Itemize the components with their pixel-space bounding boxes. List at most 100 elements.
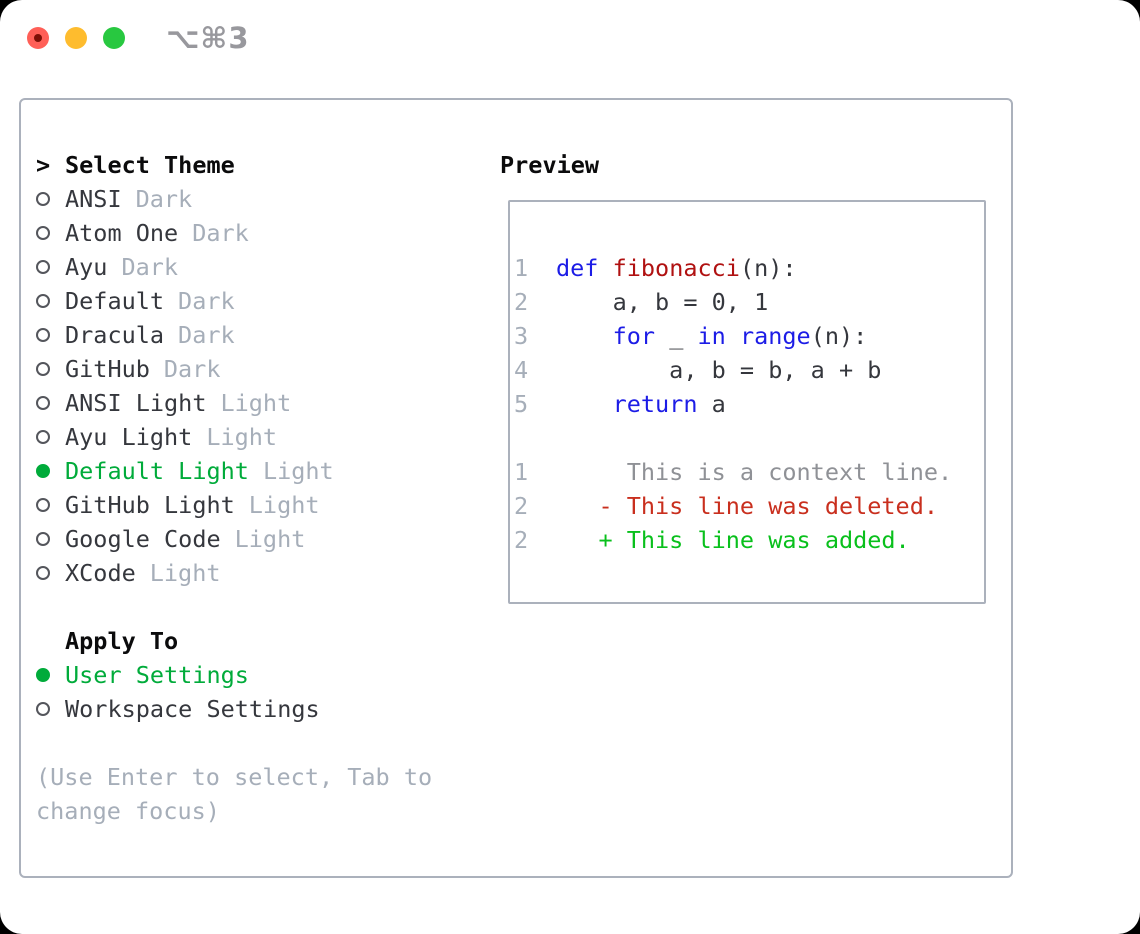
code-segment — [556, 322, 613, 350]
theme-variant: Dark — [135, 185, 193, 213]
theme-name: Google Code — [65, 525, 221, 553]
diff-text: + This line was added. — [556, 526, 910, 554]
apply-to-header: Apply To — [36, 624, 456, 658]
apply-option[interactable]: User Settings — [36, 658, 456, 692]
code-line: 4 a, b = b, a + b — [514, 353, 984, 387]
theme-variant: Light — [149, 559, 221, 587]
radio-circle — [36, 294, 50, 308]
diff-preview: 1 This is a context line.2 - This line w… — [514, 455, 984, 557]
radio-icon — [36, 396, 65, 410]
theme-name: GitHub Light — [65, 491, 235, 519]
apply-option-label: Workspace Settings — [65, 695, 320, 723]
line-number: 1 — [514, 458, 529, 486]
code-segment: a, b = 0, 1 — [556, 288, 769, 316]
radio-circle — [36, 702, 50, 716]
theme-option[interactable]: GitHub Dark — [36, 352, 456, 386]
apply-option-label: User Settings — [65, 661, 249, 689]
line-number: 4 — [514, 356, 529, 384]
line-number: 5 — [514, 390, 529, 418]
theme-variant: Dark — [163, 355, 221, 383]
code-segment: def — [556, 254, 599, 282]
code-segment: range — [739, 322, 811, 350]
diff-line: 2 - This line was deleted. — [514, 489, 984, 523]
code-segment — [726, 322, 740, 350]
code-line: 3 for _ in range(n): — [514, 319, 984, 353]
theme-variant: Light — [220, 389, 292, 417]
zoom-button[interactable] — [103, 27, 125, 49]
select-theme-header: > Select Theme — [36, 148, 456, 182]
theme-option[interactable]: Default Light Light — [36, 454, 456, 488]
radio-icon — [36, 192, 65, 206]
radio-circle — [36, 498, 50, 512]
theme-option[interactable]: GitHub Light Light — [36, 488, 456, 522]
line-number: 3 — [514, 322, 529, 350]
theme-option[interactable]: ANSI Dark — [36, 182, 456, 216]
diff-line: 2 + This line was added. — [514, 523, 984, 557]
radio-icon — [36, 532, 65, 546]
code-segment — [598, 254, 612, 282]
theme-name: Default Light — [65, 457, 249, 485]
help-text: (Use Enter to select, Tab to change focu… — [36, 763, 433, 825]
radio-circle — [36, 192, 50, 206]
diff-text: - This line was deleted. — [556, 492, 939, 520]
radio-icon — [36, 464, 65, 478]
radio-circle — [36, 464, 50, 478]
radio-circle — [36, 260, 50, 274]
theme-name: ANSI Light — [65, 389, 207, 417]
theme-option[interactable]: XCode Light — [36, 556, 456, 590]
code-segment: a, b = b, a + b — [556, 356, 882, 384]
radio-circle — [36, 430, 50, 444]
radio-icon — [36, 294, 65, 308]
theme-name: ANSI — [65, 185, 122, 213]
code-segment: (n): — [810, 322, 868, 350]
radio-circle — [36, 396, 50, 410]
selection-cursor-icon: > — [36, 151, 51, 179]
radio-icon — [36, 566, 65, 580]
line-number: 2 — [514, 492, 529, 520]
radio-circle — [36, 532, 50, 546]
diff-line: 1 This is a context line. — [514, 455, 984, 489]
preview-title: Preview — [500, 151, 600, 179]
theme-variant: Dark — [178, 287, 235, 315]
theme-option[interactable]: ANSI Light Light — [36, 386, 456, 420]
radio-icon — [36, 702, 65, 716]
theme-variant: Dark — [178, 321, 235, 349]
code-line: 5 return a — [514, 387, 984, 421]
apply-option[interactable]: Workspace Settings — [36, 692, 456, 726]
code-segment: a — [697, 390, 726, 418]
theme-variant: Dark — [121, 253, 179, 281]
theme-variant: Light — [248, 491, 320, 519]
radio-icon — [36, 668, 65, 682]
close-button[interactable] — [27, 27, 49, 49]
theme-variant: Light — [262, 457, 334, 485]
theme-option[interactable]: Default Dark — [36, 284, 456, 318]
theme-variant: Dark — [192, 219, 249, 247]
code-text: for _ in range(n): — [556, 322, 868, 350]
minimize-button[interactable] — [65, 27, 87, 49]
theme-name: Default — [65, 287, 165, 315]
line-number: 2 — [514, 288, 529, 316]
theme-name: GitHub — [65, 355, 150, 383]
titlebar-traffic-lights — [27, 27, 125, 49]
code-segment — [556, 390, 613, 418]
line-number: 1 — [514, 254, 529, 282]
code-line: 2 a, b = 0, 1 — [514, 285, 984, 319]
code-segment: in — [697, 322, 726, 350]
theme-variant: Light — [206, 423, 278, 451]
theme-name: XCode — [65, 559, 136, 587]
diff-text: This is a context line. — [556, 458, 953, 486]
radio-circle — [36, 328, 50, 342]
radio-icon — [36, 260, 65, 274]
code-segment: (n): — [739, 254, 797, 282]
